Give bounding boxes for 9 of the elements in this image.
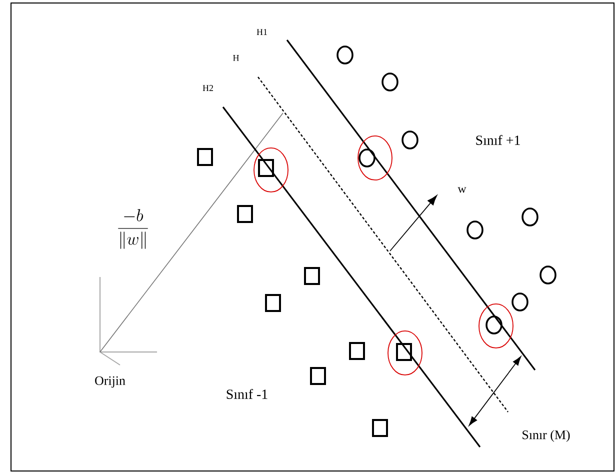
label: Sınır (M)	[522, 430, 570, 442]
label: H1	[256, 29, 267, 35]
label: w	[458, 187, 466, 193]
label: Sınıf +1	[476, 135, 520, 145]
formula: $\frac{-b}{\left\| w \right\|}$	[118, 209, 148, 249]
label: H	[233, 55, 239, 61]
label: Sınıf -1	[226, 389, 268, 399]
label: Orijin	[95, 376, 126, 388]
label: H2	[202, 85, 213, 91]
